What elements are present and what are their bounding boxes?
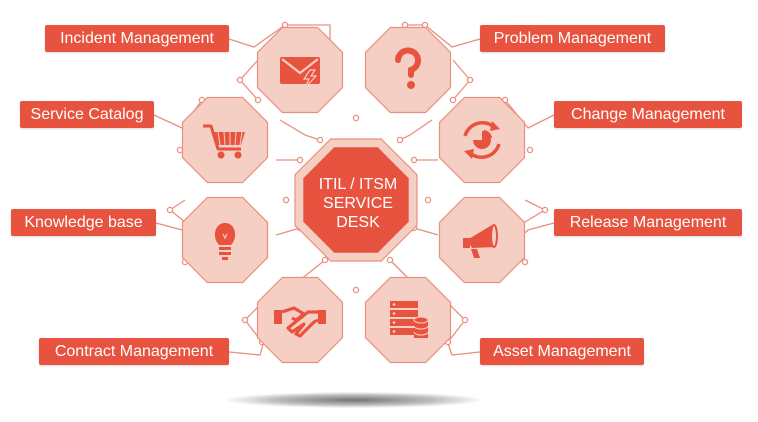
envelope-lightning-icon	[280, 57, 320, 89]
connector-line	[299, 259, 326, 281]
connector-node	[321, 256, 329, 264]
connector-node	[466, 76, 474, 84]
label-knowledge: Knowledge base	[11, 209, 156, 236]
connector-line	[399, 119, 433, 141]
label-asset: Asset Management	[480, 338, 644, 365]
connector-node	[281, 21, 289, 29]
connector-node	[241, 316, 249, 324]
hub-line-2: SERVICE	[323, 194, 393, 212]
connector-node	[352, 114, 360, 122]
connector-node	[410, 156, 418, 164]
tiles	[181, 26, 526, 364]
hub-inner	[303, 147, 409, 253]
connector-node	[386, 256, 394, 264]
connector-node	[401, 21, 409, 29]
connector-node	[282, 196, 290, 204]
connector-node	[254, 96, 262, 104]
cycle-arrows-pie-icon	[463, 120, 501, 160]
connector-node	[296, 156, 304, 164]
hub-title: ITIL / ITSM SERVICE DESK	[300, 158, 416, 248]
connector-node	[166, 206, 174, 214]
label-release: Release Management	[554, 209, 742, 236]
megaphone-icon	[463, 224, 498, 258]
connector-line	[413, 227, 439, 236]
connector-node	[424, 196, 432, 204]
label-service-catalog: Service Catalog	[20, 101, 154, 128]
connector-node	[421, 21, 429, 29]
connector-node	[449, 96, 457, 104]
connector-node	[236, 76, 244, 84]
shopping-cart-icon	[203, 124, 245, 159]
connector-node	[526, 146, 534, 154]
connector-node	[396, 136, 404, 144]
label-problem: Problem Management	[480, 25, 665, 52]
connector-line	[275, 227, 301, 236]
hub-line-1: ITIL / ITSM	[318, 175, 398, 193]
connector-line	[279, 119, 321, 141]
light-bulb-icon	[214, 223, 236, 260]
handshake-icon	[274, 306, 326, 338]
connector-node	[316, 136, 324, 144]
connector-line	[389, 259, 411, 281]
server-database-icon	[390, 301, 429, 338]
connector-node	[541, 206, 549, 214]
connector-node	[352, 286, 360, 294]
label-incident: Incident Management	[45, 25, 229, 52]
label-change: Change Management	[554, 101, 742, 128]
connector-node	[461, 316, 469, 324]
connector-node	[521, 258, 529, 266]
connector-line	[504, 99, 555, 129]
connector-node	[176, 146, 184, 154]
floor-shadow	[226, 392, 482, 408]
connectors	[153, 21, 555, 356]
label-contract: Contract Management	[39, 338, 229, 365]
hub-line-3: DESK	[336, 213, 380, 231]
question-mark-icon	[395, 47, 421, 89]
connector-line	[405, 24, 481, 48]
